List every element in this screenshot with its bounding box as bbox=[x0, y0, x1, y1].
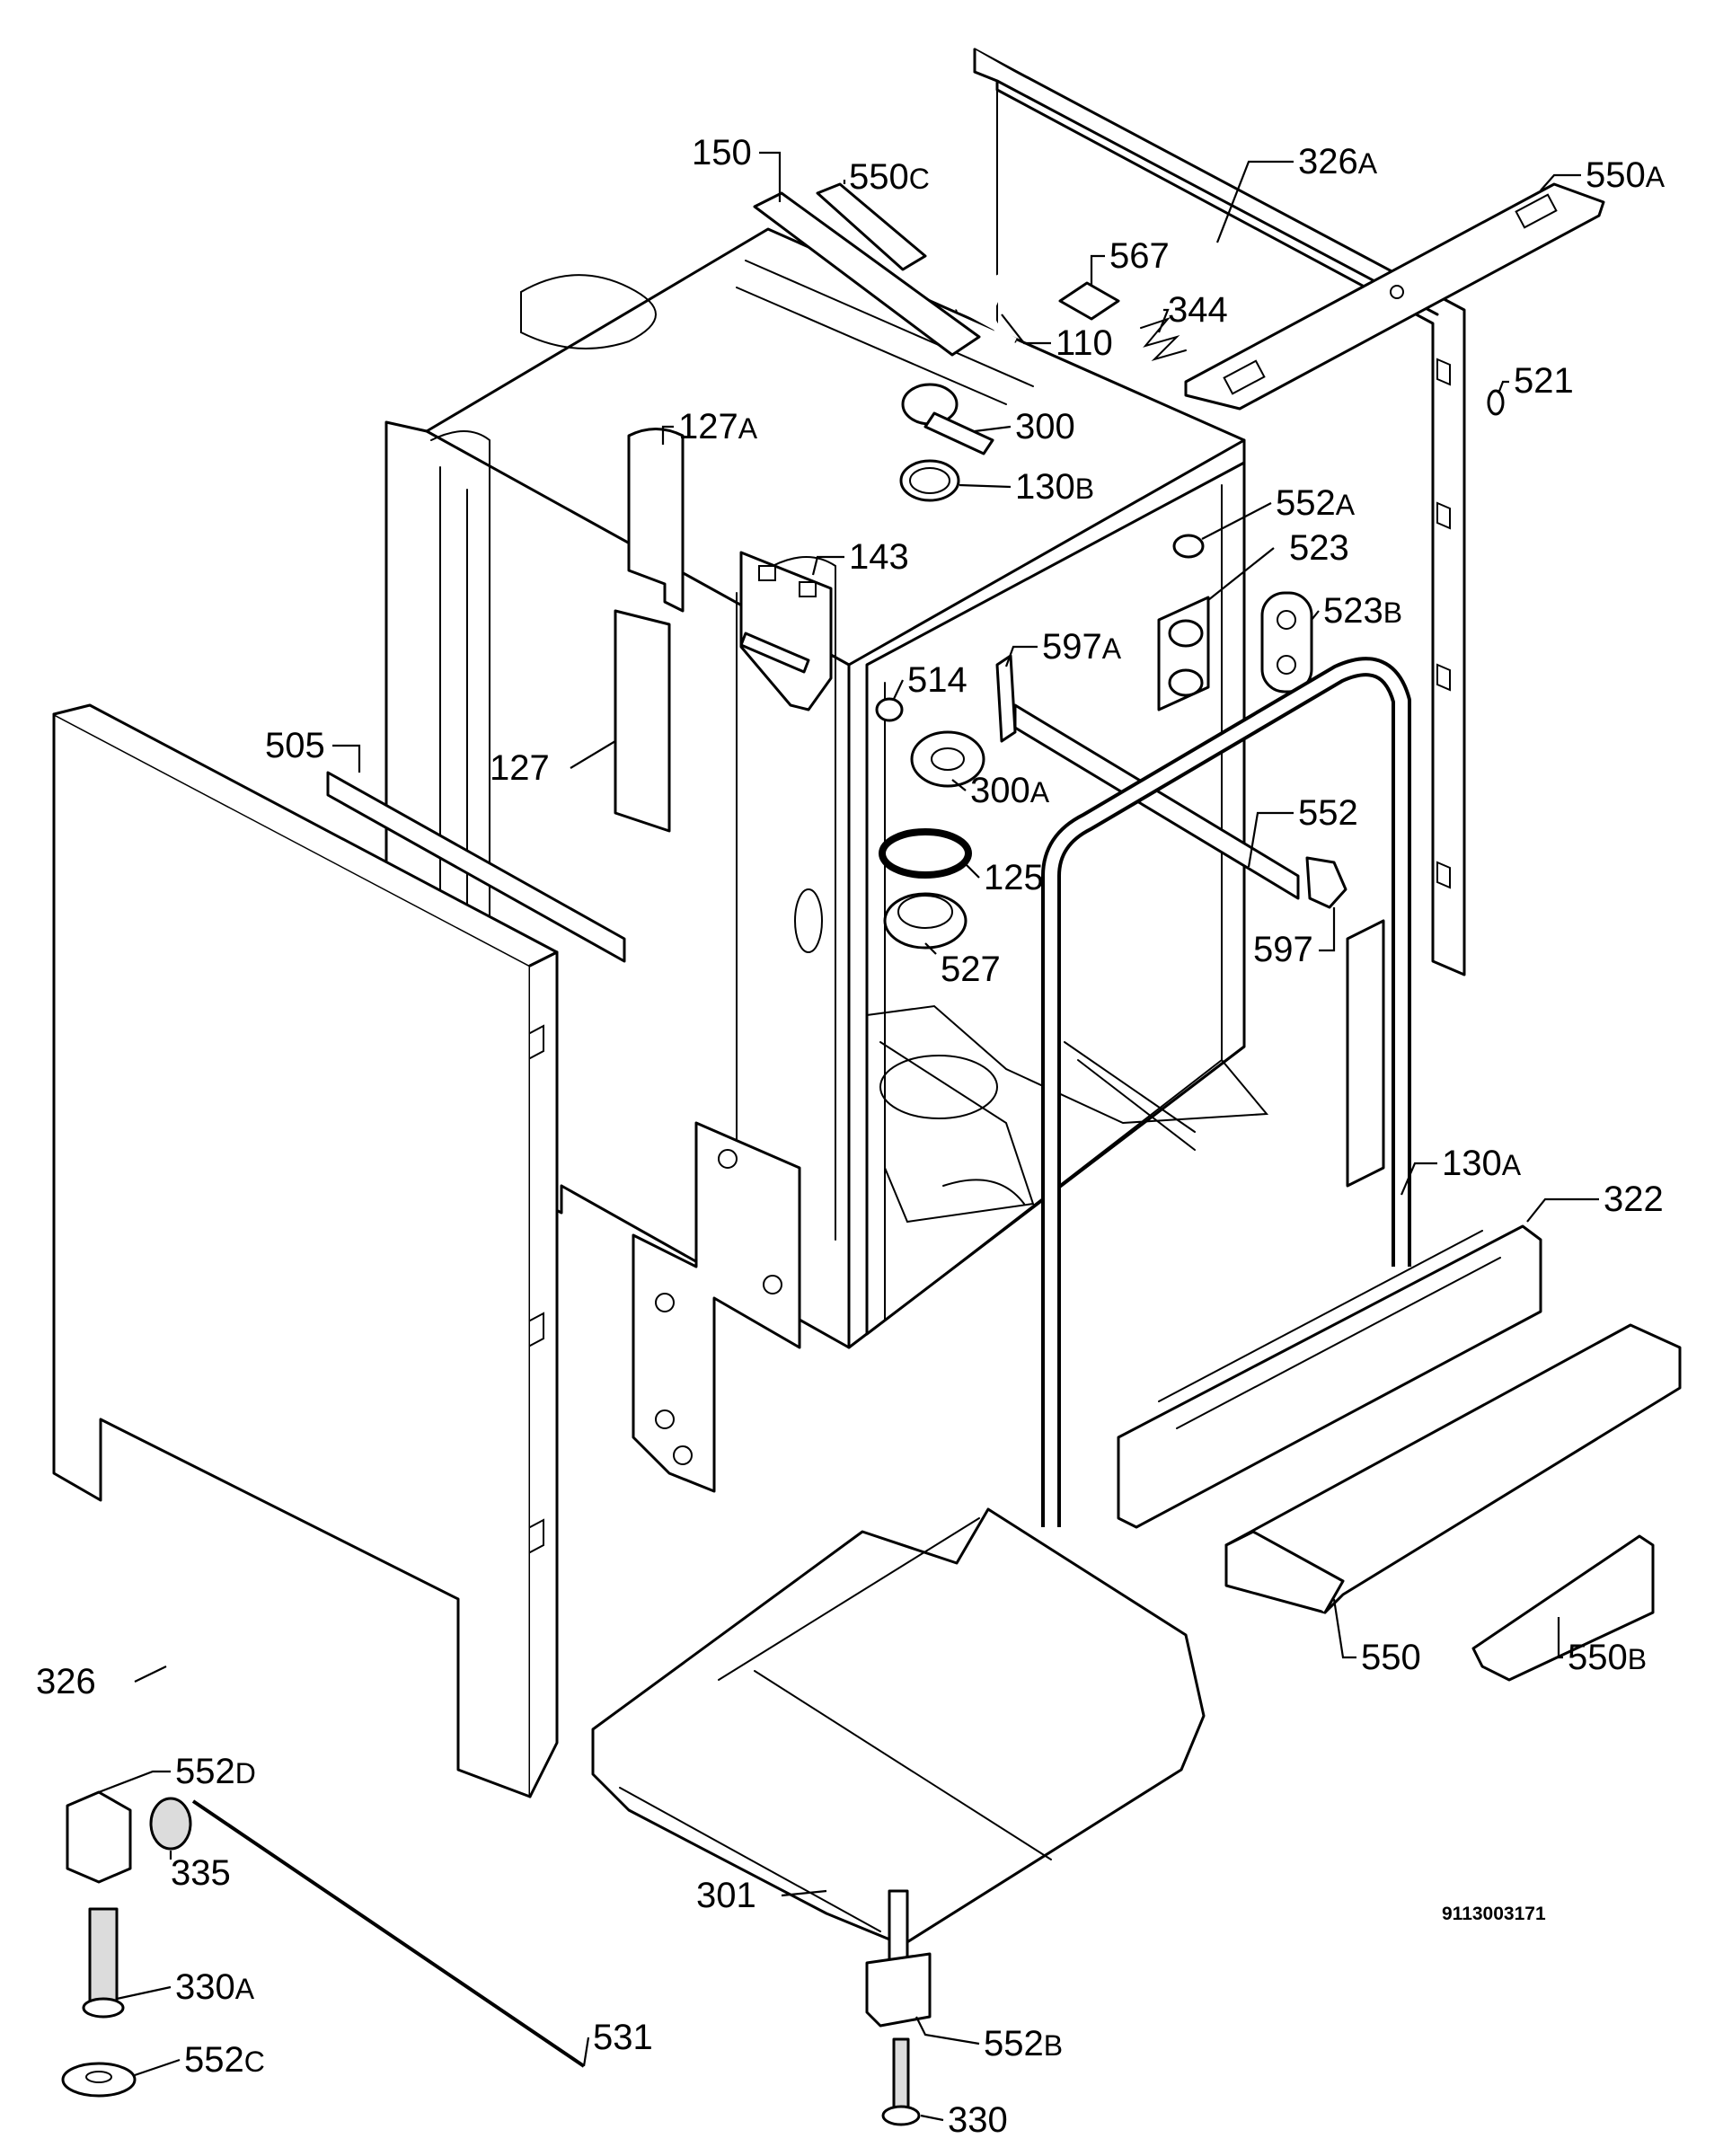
part-330a-screw bbox=[82, 1907, 125, 2019]
label-597: 597 bbox=[1253, 930, 1313, 969]
part-514-grommet bbox=[875, 697, 904, 722]
part-150-rim bbox=[753, 182, 981, 357]
part-550-tray-rail bbox=[1224, 1323, 1682, 1614]
part-143-hinge bbox=[739, 551, 833, 711]
label-130a: 130A bbox=[1442, 1144, 1522, 1183]
label-550: 550 bbox=[1361, 1638, 1421, 1677]
part-523b-seal bbox=[1260, 591, 1313, 694]
label-300: 300 bbox=[1015, 407, 1075, 446]
label-150: 150 bbox=[692, 133, 752, 172]
part-552-guide-rail bbox=[1013, 703, 1300, 900]
label-527: 527 bbox=[941, 950, 1001, 989]
label-552d: 552D bbox=[175, 1752, 256, 1791]
part-597-clip bbox=[1305, 856, 1347, 909]
label-301: 301 bbox=[696, 1876, 756, 1915]
label-110: 110 bbox=[1056, 323, 1113, 363]
part-130a-door-seal bbox=[1041, 657, 1411, 1527]
label-505: 505 bbox=[265, 726, 325, 765]
label-550a: 550A bbox=[1586, 155, 1666, 195]
label-125: 125 bbox=[984, 858, 1044, 897]
label-550c: 550C bbox=[849, 157, 930, 197]
label-514: 514 bbox=[907, 660, 968, 700]
label-523: 523 bbox=[1289, 528, 1349, 568]
label-127: 127 bbox=[490, 748, 550, 788]
part-tub-body bbox=[384, 227, 1269, 1349]
callout-labels: 150 550C 326A 550A 567 344 110 521 127A … bbox=[36, 133, 1666, 2140]
part-521-clip bbox=[1487, 389, 1505, 416]
part-322-rail bbox=[1117, 1224, 1542, 1529]
label-330: 330 bbox=[948, 2100, 1008, 2140]
part-550b-clip bbox=[1471, 1534, 1655, 1682]
label-143: 143 bbox=[849, 537, 909, 577]
part-505-strip bbox=[326, 771, 626, 963]
label-597a: 597A bbox=[1042, 627, 1122, 667]
part-567-clip bbox=[1058, 281, 1120, 321]
part-130b-ring bbox=[899, 459, 960, 502]
part-523-inlet bbox=[1157, 596, 1210, 711]
label-550b: 550B bbox=[1568, 1638, 1647, 1677]
part-552a-plug bbox=[1172, 534, 1205, 559]
part-125-gasket bbox=[879, 828, 972, 879]
part-550a-rail bbox=[1184, 182, 1605, 411]
part-527-nut bbox=[883, 892, 968, 950]
part-552d-foot bbox=[66, 1790, 132, 1884]
part-front-hinge-bracket bbox=[632, 1121, 801, 1493]
label-552a: 552A bbox=[1276, 483, 1356, 523]
label-326: 326 bbox=[36, 1662, 96, 1701]
part-597a-clip bbox=[995, 654, 1017, 743]
part-right-bracket bbox=[1346, 919, 1385, 1188]
label-326a: 326A bbox=[1298, 142, 1378, 181]
label-322: 322 bbox=[1604, 1180, 1664, 1219]
drawing-number: 9113003171 bbox=[1442, 1904, 1546, 1924]
label-521: 521 bbox=[1514, 361, 1574, 401]
label-130b: 130B bbox=[1015, 467, 1094, 507]
part-326-side-panel bbox=[52, 703, 559, 1798]
label-335: 335 bbox=[171, 1853, 231, 1893]
label-127a: 127A bbox=[678, 407, 758, 446]
label-300a: 300A bbox=[970, 771, 1050, 810]
label-523b: 523B bbox=[1323, 591, 1402, 631]
label-531: 531 bbox=[593, 2018, 653, 2057]
label-552c: 552C bbox=[184, 2040, 265, 2080]
leader-lines bbox=[98, 151, 1599, 2122]
part-301-base-tray bbox=[591, 1507, 1206, 1947]
label-552: 552 bbox=[1298, 793, 1358, 833]
part-552c-disc bbox=[61, 2062, 137, 2098]
part-300a-wheel bbox=[910, 730, 985, 788]
label-567: 567 bbox=[1109, 236, 1170, 276]
part-300-dispenser bbox=[901, 383, 994, 455]
label-552b: 552B bbox=[984, 2024, 1063, 2063]
label-330a: 330A bbox=[175, 1967, 255, 2007]
part-552b-foot bbox=[865, 1889, 932, 2028]
label-344: 344 bbox=[1168, 290, 1228, 330]
part-127-column bbox=[614, 428, 685, 833]
part-531-rod bbox=[191, 1799, 586, 2068]
part-330-screw bbox=[881, 2037, 921, 2126]
part-110-hose bbox=[954, 273, 1017, 345]
part-335-gear bbox=[149, 1797, 192, 1851]
